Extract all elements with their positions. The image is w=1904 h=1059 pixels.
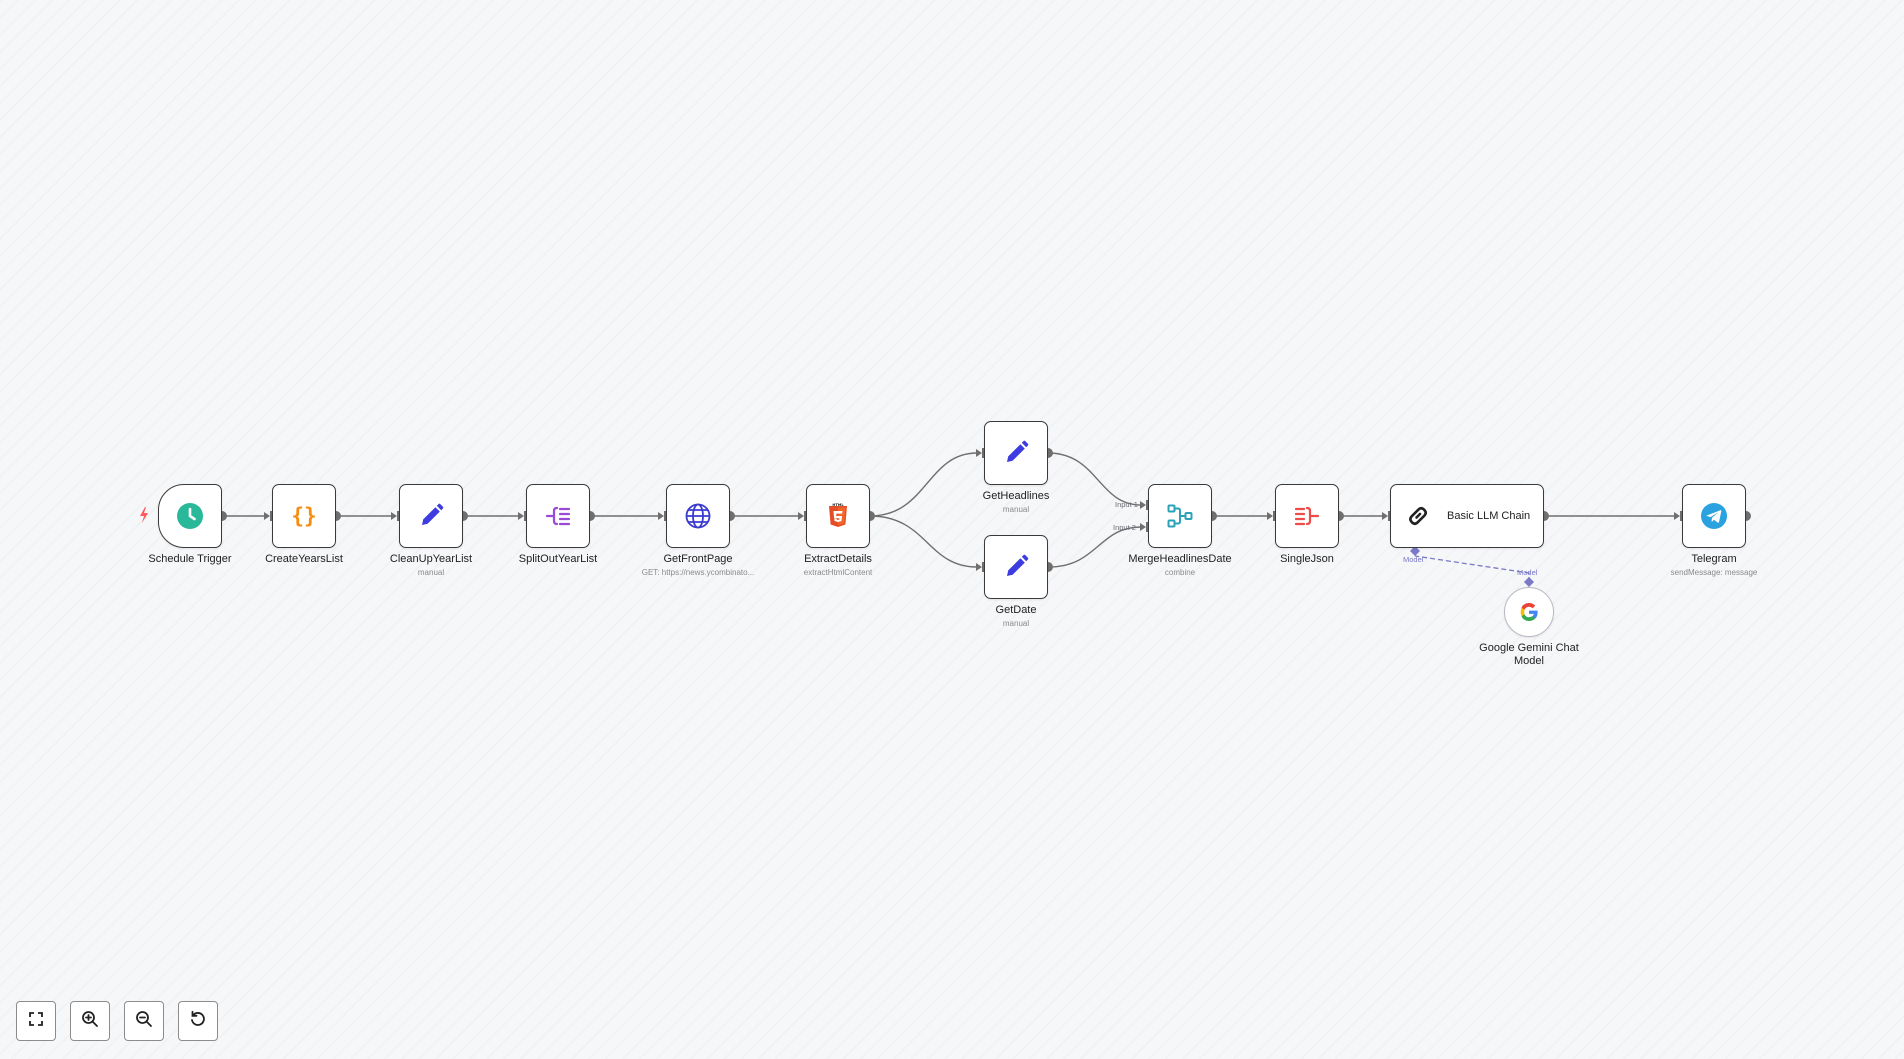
node-schedule-trigger[interactable]	[158, 484, 222, 548]
connection-arrow	[1382, 512, 1388, 520]
html5-icon: HTML	[821, 499, 855, 533]
llm-model-port-label: Model	[1403, 555, 1424, 564]
node-label-schedule-trigger: Schedule Trigger	[148, 553, 232, 565]
node-get-front-page[interactable]	[666, 484, 730, 548]
aggregate-icon	[1290, 499, 1324, 533]
node-label-create-years-list: CreateYearsList	[265, 553, 343, 565]
pencil-icon	[414, 499, 448, 533]
reset-zoom-icon	[189, 1010, 207, 1033]
node-google-gemini-chat-model[interactable]	[1504, 587, 1554, 637]
node-get-headlines[interactable]	[984, 421, 1048, 485]
model-port-diamond	[1524, 577, 1534, 587]
node-label-split-out-year-list: SplitOutYearList	[518, 553, 598, 565]
google-g-icon	[1512, 595, 1546, 629]
telegram-icon	[1697, 499, 1731, 533]
node-subtitle-get-date: manual	[1002, 619, 1030, 628]
merge-input-2-label: Input 2	[1113, 523, 1136, 532]
node-label-basic-llm-chain: Basic LLM Chain	[1447, 510, 1531, 522]
connection-line	[869, 515, 978, 568]
node-label-single-json: SingleJson	[1280, 553, 1334, 565]
connection-arrow	[264, 512, 270, 520]
svg-text:HTML: HTML	[832, 503, 844, 507]
node-telegram[interactable]	[1682, 484, 1746, 548]
model-port-diamond	[1410, 546, 1420, 556]
connection-line	[869, 452, 978, 517]
node-subtitle-get-front-page: GET: https://news.ycombinato...	[641, 568, 755, 577]
node-label-get-date: GetDate	[995, 604, 1037, 616]
lightning-bolt-icon	[140, 507, 148, 523]
input-port	[1146, 500, 1149, 510]
merge-input-1-label: Input 1	[1115, 500, 1138, 509]
node-subtitle-merge-headlines-date: combine	[1164, 568, 1196, 577]
connection-arrow	[976, 563, 982, 571]
node-label-get-headlines: GetHeadlines	[982, 490, 1050, 502]
connection-arrow	[976, 449, 982, 457]
input-port	[524, 511, 527, 521]
node-split-out-year-list[interactable]	[526, 484, 590, 548]
node-subtitle-clean-up-year-list: manual	[417, 568, 445, 577]
node-create-years-list[interactable]: {}	[272, 484, 336, 548]
input-port	[397, 511, 400, 521]
zoom-in-icon	[81, 1010, 99, 1033]
connection-arrow	[1140, 501, 1146, 509]
input-port	[270, 511, 273, 521]
connection-arrow	[1140, 523, 1146, 531]
zoom-out-icon	[135, 1010, 153, 1033]
globe-icon	[681, 499, 715, 533]
node-get-date[interactable]	[984, 535, 1048, 599]
connection-arrow	[1267, 512, 1273, 520]
node-label-clean-up-year-list: CleanUpYearList	[389, 553, 473, 565]
zoom-in-button[interactable]	[70, 1001, 110, 1041]
pencil-icon	[999, 436, 1033, 470]
zoom-out-button[interactable]	[124, 1001, 164, 1041]
merge-icon	[1163, 499, 1197, 533]
connection-arrow	[658, 512, 664, 520]
node-label-extract-details: ExtractDetails	[804, 553, 872, 565]
connection-arrow	[798, 512, 804, 520]
input-port	[982, 448, 985, 458]
fit-to-view-button[interactable]	[16, 1001, 56, 1041]
code-braces-icon: {}	[287, 499, 321, 533]
node-single-json[interactable]	[1275, 484, 1339, 548]
node-basic-llm-chain[interactable]: Basic LLM Chain	[1390, 484, 1544, 548]
reset-zoom-button[interactable]	[178, 1001, 218, 1041]
input-port	[1388, 511, 1391, 521]
node-label-get-front-page: GetFrontPage	[663, 553, 733, 565]
connection-line	[1047, 526, 1142, 568]
node-subtitle-telegram: sendMessage: message	[1670, 568, 1758, 577]
connection-line	[1047, 452, 1142, 506]
clock-icon	[173, 499, 207, 533]
svg-text:{}: {}	[291, 504, 316, 528]
input-port	[664, 511, 667, 521]
split-out-icon	[541, 499, 575, 533]
input-port	[982, 562, 985, 572]
connection-arrow	[391, 512, 397, 520]
model-connection	[1414, 555, 1530, 582]
input-port	[1146, 522, 1149, 532]
connection-arrow	[1674, 512, 1680, 520]
node-label-telegram: Telegram	[1691, 553, 1737, 565]
input-port	[1273, 511, 1276, 521]
input-port	[804, 511, 807, 521]
node-subtitle-get-headlines: manual	[1002, 505, 1030, 514]
fit-to-view-icon	[28, 1011, 44, 1032]
node-merge-headlines-date[interactable]	[1148, 484, 1212, 548]
pencil-icon	[999, 550, 1033, 584]
gemini-model-port-label: Model	[1517, 568, 1538, 577]
node-label-merge-headlines-date: MergeHeadlinesDate	[1128, 553, 1232, 565]
node-label-google-gemini-chat-model: Google Gemini Chat Model	[1479, 642, 1579, 667]
connection-arrow	[518, 512, 524, 520]
link-chain-icon	[1401, 499, 1435, 533]
node-subtitle-extract-details: extractHtmlContent	[803, 568, 873, 577]
input-port	[1680, 511, 1683, 521]
node-clean-up-year-list[interactable]	[399, 484, 463, 548]
node-extract-details[interactable]: HTML	[806, 484, 870, 548]
